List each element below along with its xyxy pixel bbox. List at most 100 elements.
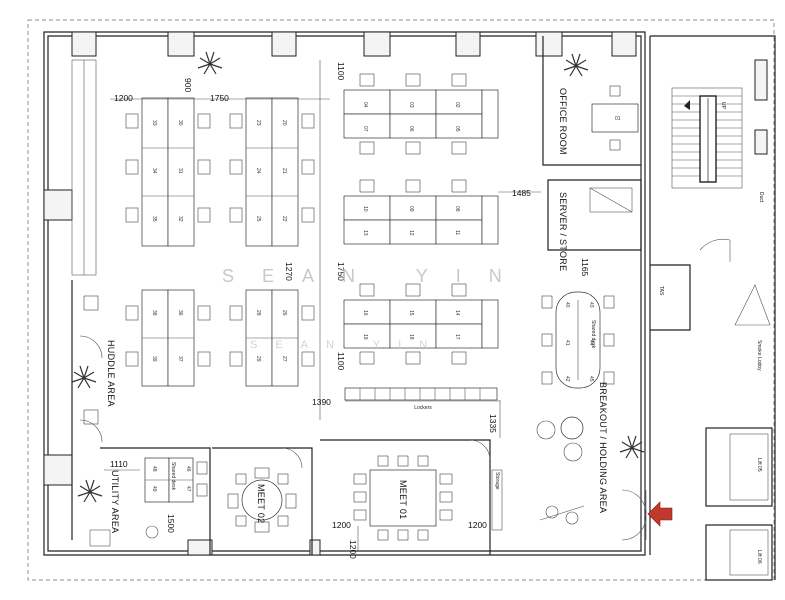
dim-1390: 1390 [312, 397, 331, 407]
stair: UP [672, 95, 742, 183]
desk-number: 30 [177, 120, 183, 126]
desk-number: 45 [588, 376, 594, 382]
desk-number: 46 [185, 466, 191, 472]
desk-number: 10 [362, 206, 368, 212]
desk-number: 08 [454, 206, 460, 212]
desk-number: 40 [564, 302, 570, 308]
dim-1750-mid: 1750 [336, 262, 346, 281]
shared-desk-label-1: Shared desk [590, 320, 596, 349]
desk-number: 16 [362, 310, 368, 316]
desk-block-c: 38 39 36 37 [125, 289, 211, 387]
desk-block-d: 28 29 26 27 [229, 289, 315, 387]
entry-arrow-icon [647, 501, 673, 527]
desk-number: 27 [281, 356, 287, 362]
desk-number: 02 [454, 102, 460, 108]
desk-number: 34 [151, 168, 157, 174]
up-label: UP [720, 102, 726, 110]
meet-02-room: MEET 02 [212, 447, 313, 555]
desk-number: 29 [255, 356, 261, 362]
office-room-label: OFFICE ROOM [558, 88, 568, 155]
dim-1200-meet-bottom: 1200 [348, 540, 358, 559]
desk-row-2: 10 09 08 13 12 11 [343, 179, 499, 245]
core-area: UP Duct TAS Smoke Lobby Lift 05 Lift 06 [649, 35, 776, 581]
desk-row-3: 16 15 14 19 18 17 [343, 283, 499, 365]
shared-desk-label-2: Shared desk [170, 462, 176, 491]
huddle-area-label: HUDDLE AREA [106, 340, 116, 407]
huddle-area: HUDDLE AREA [71, 280, 116, 540]
site-boundary [27, 19, 775, 581]
lift-06-label: Lift 06 [756, 550, 762, 564]
meet-02-label: MEET 02 [256, 484, 266, 523]
smoke-lobby-label: Smoke Lobby [756, 340, 762, 371]
desk-number: 06 [408, 126, 414, 132]
dim-1110: 1110 [110, 459, 128, 469]
dim-1270: 1270 [284, 262, 294, 281]
breakout-area: 40 43 41 44 42 45 Shared desk BREAKOUT /… [536, 291, 615, 513]
desk-block-b: 23 24 25 20 21 22 [229, 97, 315, 247]
desk-number: 21 [281, 168, 287, 174]
plant-icon [197, 51, 223, 75]
duct-label: Duct [758, 192, 764, 203]
desk-number: 11 [454, 230, 460, 235]
storage-label: Storage [494, 472, 500, 490]
dim-1500: 1500 [166, 514, 176, 533]
desk-number: 36 [177, 310, 183, 316]
desk-row-1: 04 03 02 07 06 05 [343, 73, 499, 155]
desk-number: 12 [408, 230, 414, 236]
desk-number: 49 [151, 486, 157, 492]
desk-number: 31 [177, 168, 183, 174]
desk-label-office: 01 [615, 116, 621, 122]
lockers: Lockers [344, 387, 498, 411]
desk-number: 22 [281, 216, 287, 222]
desk-number: 48 [151, 466, 157, 472]
dim-1200-meet-left: 1200 [332, 520, 351, 530]
tas-label: TAS [658, 286, 664, 296]
desk-number: 33 [151, 120, 157, 126]
desk-number: 26 [281, 310, 287, 316]
dim-1200-top: 1200 [114, 93, 133, 103]
dim-1485: 1485 [512, 188, 531, 198]
lockers-label: Lockers [414, 405, 432, 411]
desk-number: 24 [255, 168, 261, 174]
desk-number: 42 [564, 376, 570, 382]
plant-icon [77, 479, 103, 503]
meet-01-label: MEET 01 [398, 480, 408, 519]
desk-number: 05 [454, 126, 460, 132]
plant-icon [619, 435, 645, 459]
desk-number: 17 [454, 334, 460, 340]
desk-number: 13 [362, 230, 368, 236]
entry-area [539, 489, 647, 541]
desk-number: 23 [255, 120, 261, 126]
plant-icon [563, 53, 589, 77]
utility-area-label: UTILITY AREA [110, 470, 120, 533]
desk-number: 41 [564, 340, 570, 346]
desk-number: 20 [281, 120, 287, 126]
desk-number: 47 [185, 486, 191, 492]
desk-number: 43 [588, 302, 594, 308]
dimension-lines [104, 60, 541, 550]
dim-1750-top: 1750 [210, 93, 229, 103]
desk-number: 35 [151, 216, 157, 222]
desk-number: 14 [454, 310, 460, 316]
utility-area: 48 49 46 47 Shared desk UTILITY AREA [89, 447, 211, 555]
desk-number: 19 [362, 334, 368, 340]
server-store: SERVER / STORE [547, 179, 642, 271]
desk-number: 15 [408, 310, 414, 316]
desk-number: 32 [177, 216, 183, 222]
desk-number: 04 [362, 102, 368, 108]
dim-900: 900 [183, 78, 193, 92]
dim-1165: 1165 [580, 258, 590, 277]
desk-number: 28 [255, 310, 261, 316]
meet-01-room: Storage MEET 01 [320, 439, 503, 555]
office-room: 01 OFFICE ROOM [542, 36, 641, 166]
perimeter-walls [43, 31, 646, 556]
dim-1335: 1335 [488, 414, 498, 433]
watermark-primary: SEAN YIN [222, 266, 530, 286]
dim-1100-mid: 1100 [336, 352, 346, 371]
breakout-label: BREAKOUT / HOLDING AREA [598, 382, 608, 513]
dim-1200-meet-right: 1200 [468, 520, 487, 530]
lift-05-label: Lift 05 [756, 458, 762, 472]
desk-number: 18 [408, 334, 414, 340]
plant-icon [71, 365, 97, 389]
